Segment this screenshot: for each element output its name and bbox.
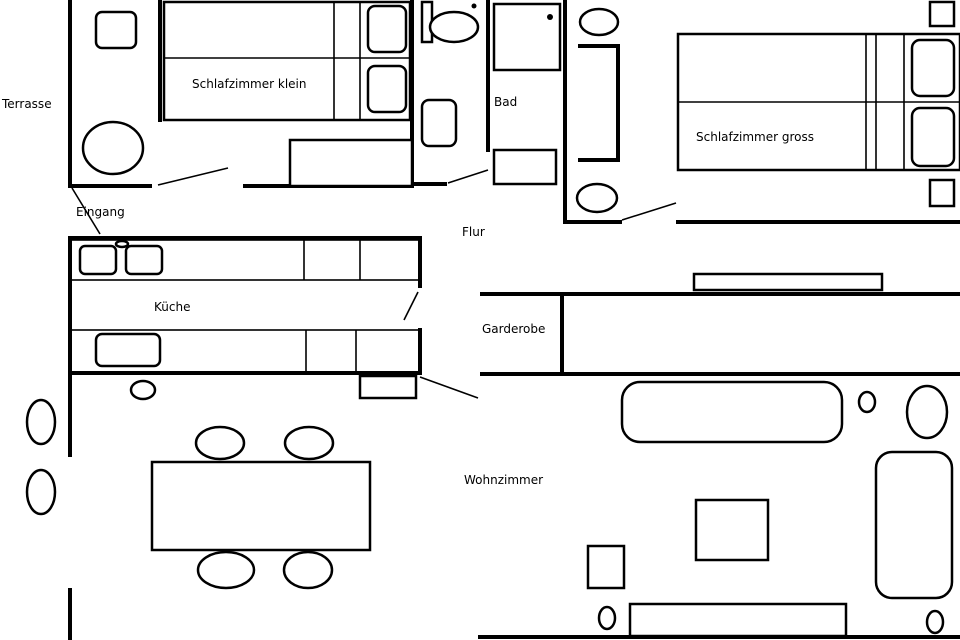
shelf	[692, 272, 884, 292]
pillow-large-2	[910, 106, 956, 168]
dining-table	[150, 460, 372, 552]
bath-furniture	[420, 0, 562, 186]
living-furniture	[586, 272, 954, 638]
dining-furniture	[25, 379, 372, 590]
pillow-large-1	[910, 38, 956, 98]
desk	[578, 44, 620, 162]
chair-4	[282, 550, 334, 590]
terrace-round-table	[81, 120, 145, 176]
door-living	[419, 376, 479, 399]
label-eingang: Eingang	[76, 205, 125, 219]
counter-top	[69, 239, 421, 281]
plant-2	[25, 468, 57, 516]
doors	[71, 167, 677, 399]
nightstand-top	[928, 0, 956, 28]
door-bath	[447, 169, 489, 184]
lamp-bottom	[575, 182, 619, 214]
sink	[420, 98, 458, 148]
sideboard	[628, 602, 848, 638]
bedroom-large-furniture	[575, 0, 960, 214]
shower	[492, 2, 562, 72]
faucet	[114, 239, 130, 249]
plant-1	[25, 398, 57, 446]
coffee-table	[694, 498, 770, 562]
fridge-base	[358, 374, 418, 400]
sink-left	[78, 244, 118, 276]
kitchen-furniture	[69, 239, 421, 400]
label-bad: Bad	[494, 95, 517, 109]
room-labels: Terrasse Schlafzimmer klein Bad Schlafzi…	[1, 77, 814, 487]
label-kueche: Küche	[154, 300, 190, 314]
door-kitchen	[403, 291, 419, 321]
toilet-bowl	[428, 10, 480, 44]
shower-drain	[547, 14, 553, 20]
wardrobe-small	[288, 138, 414, 188]
pillow-1	[366, 4, 408, 54]
label-schlafzimmer-klein: Schlafzimmer klein	[192, 77, 306, 91]
pillow-2	[366, 64, 408, 114]
nightstand-bottom	[928, 178, 956, 208]
lamp-top	[578, 7, 620, 37]
toilet-dot	[471, 3, 477, 9]
couch	[874, 450, 954, 600]
stove	[94, 332, 162, 368]
door-bedroom-large	[621, 202, 677, 221]
armchair	[905, 384, 949, 440]
terrace-table	[94, 10, 138, 50]
door-entrance	[71, 187, 101, 235]
floor-lamp-right	[925, 609, 945, 635]
tv-stand	[586, 544, 626, 590]
bin	[129, 379, 157, 401]
floor-lamp-left	[597, 605, 617, 631]
chair-3	[196, 550, 256, 590]
label-schlafzimmer-gross: Schlafzimmer gross	[696, 130, 814, 144]
sofa	[620, 380, 844, 444]
label-terrasse: Terrasse	[1, 97, 52, 111]
bedroom-small-furniture	[81, 0, 458, 188]
label-garderobe: Garderobe	[482, 322, 545, 336]
label-flur: Flur	[462, 225, 485, 239]
chair-2	[283, 425, 335, 461]
label-wohnzimmer: Wohnzimmer	[464, 473, 543, 487]
sink-right	[124, 244, 164, 276]
side-lamp	[857, 390, 877, 414]
door-bedroom-small	[157, 167, 229, 186]
bath-cabinet	[492, 148, 558, 186]
counter-bottom	[69, 329, 421, 373]
chair-1	[194, 425, 246, 461]
